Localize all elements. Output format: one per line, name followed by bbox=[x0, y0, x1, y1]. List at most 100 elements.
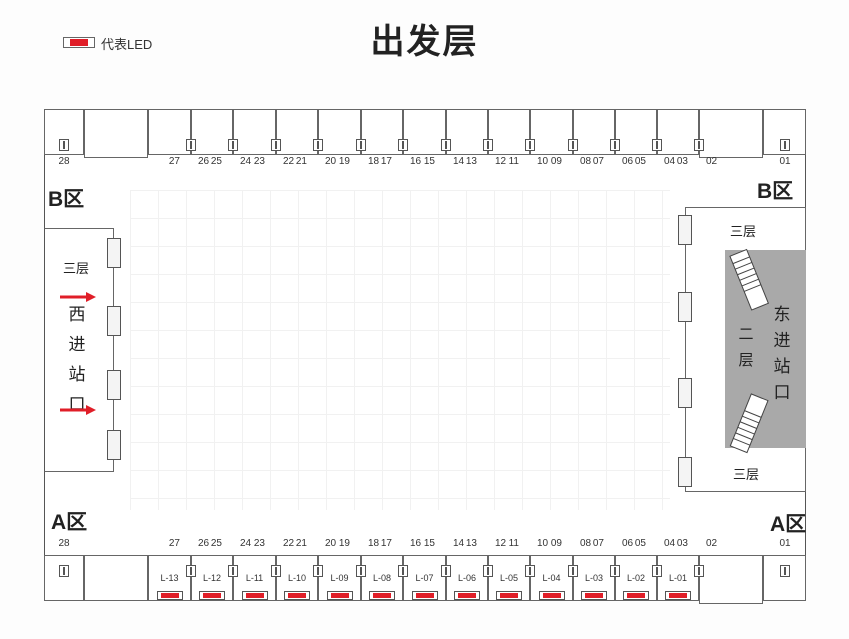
led-marker-icon bbox=[496, 591, 522, 600]
pillar bbox=[441, 565, 451, 577]
shop-bay bbox=[530, 109, 573, 155]
pillar bbox=[780, 139, 790, 151]
gate-number: 23 bbox=[253, 156, 265, 167]
led-label: L-08 bbox=[372, 573, 391, 583]
gate-number: 13 bbox=[465, 538, 477, 549]
led-label: L-06 bbox=[457, 573, 476, 583]
pillar bbox=[59, 565, 69, 577]
led-label: L-02 bbox=[626, 573, 645, 583]
east-pillar bbox=[678, 215, 692, 245]
east-pillar bbox=[678, 292, 692, 322]
gate-number: 01 bbox=[779, 538, 791, 549]
pillar bbox=[525, 565, 535, 577]
west-pillar bbox=[107, 370, 121, 400]
gate-number: 17 bbox=[380, 156, 392, 167]
shop-bay bbox=[615, 109, 657, 155]
gate-number: 16 bbox=[410, 538, 422, 549]
gate-number: 06 bbox=[622, 538, 634, 549]
shop-bay bbox=[318, 109, 361, 155]
pillar bbox=[610, 565, 620, 577]
pillar bbox=[186, 565, 196, 577]
shop-bay bbox=[148, 109, 191, 155]
led-label: L-05 bbox=[499, 573, 518, 583]
gate-number: 22 bbox=[283, 538, 295, 549]
west-floor-label: 三层 bbox=[63, 261, 90, 276]
gate-number: 08 bbox=[580, 538, 592, 549]
gate-number: 28 bbox=[58, 156, 70, 167]
west-entrance-char: 进 bbox=[68, 335, 86, 354]
gate-number: 26 bbox=[198, 156, 210, 167]
shop-bay bbox=[361, 109, 403, 155]
arrow-right-icon bbox=[60, 292, 96, 302]
led-label: L-13 bbox=[160, 573, 179, 583]
east-entrance-char: 站 bbox=[773, 357, 791, 376]
led-marker-icon bbox=[623, 591, 649, 600]
pillar bbox=[780, 565, 790, 577]
gate-number: 02 bbox=[706, 156, 718, 167]
gate-number: 11 bbox=[508, 156, 519, 167]
led-label: L-09 bbox=[330, 573, 349, 583]
gate-number: 17 bbox=[380, 538, 392, 549]
led-marker-icon bbox=[156, 591, 183, 600]
page-title: 出发层 bbox=[370, 23, 479, 61]
east-stair-hall bbox=[725, 250, 806, 448]
led-marker-icon bbox=[284, 591, 310, 600]
gate-number: 10 bbox=[537, 538, 549, 549]
end-shop bbox=[44, 555, 84, 601]
pillar bbox=[313, 139, 323, 151]
gate-number: 12 bbox=[495, 538, 507, 549]
pillar bbox=[271, 139, 281, 151]
shop-bay bbox=[233, 109, 276, 155]
zone-a-right: A区 bbox=[770, 513, 807, 536]
led-label: L-01 bbox=[668, 573, 687, 583]
gate-number: 05 bbox=[634, 156, 646, 167]
gate-number: 04 bbox=[664, 156, 676, 167]
gate-number: 27 bbox=[168, 156, 180, 167]
large-shop bbox=[84, 555, 148, 601]
led-marker-icon bbox=[581, 591, 607, 600]
led-marker-icon bbox=[454, 591, 480, 600]
shop-bay bbox=[573, 109, 615, 155]
east-pillar bbox=[678, 457, 692, 487]
west-entrance-arrows bbox=[60, 292, 96, 415]
large-shop bbox=[699, 109, 763, 158]
gate-number: 20 bbox=[325, 156, 337, 167]
gate-number: 06 bbox=[622, 156, 634, 167]
east-floor-label-top: 三层 bbox=[730, 224, 757, 239]
east-pillar bbox=[678, 378, 692, 408]
gate-number: 16 bbox=[410, 156, 422, 167]
west-pillar bbox=[107, 430, 121, 460]
pillar bbox=[186, 139, 196, 151]
east-entrance-char: 口 bbox=[773, 383, 791, 402]
pillar bbox=[525, 139, 535, 151]
shop-bay bbox=[446, 109, 488, 155]
large-shop bbox=[84, 109, 148, 158]
concourse-area bbox=[130, 190, 670, 510]
gate-number: 02 bbox=[706, 538, 718, 549]
gate-number: 13 bbox=[465, 156, 477, 167]
shop-bay bbox=[488, 109, 530, 155]
pillar bbox=[694, 565, 704, 577]
led-marker-icon bbox=[369, 591, 395, 600]
led-label: L-12 bbox=[202, 573, 221, 583]
west-pillar bbox=[107, 238, 121, 268]
gate-number: 07 bbox=[592, 538, 604, 549]
gate-number: 08 bbox=[580, 156, 592, 167]
arrow-right-icon bbox=[60, 405, 96, 415]
led-marker-icon bbox=[665, 591, 691, 600]
shop-bay bbox=[191, 555, 233, 601]
gate-number: 19 bbox=[338, 156, 350, 167]
shop-bay bbox=[657, 555, 699, 601]
led-marker-icon bbox=[199, 591, 225, 600]
led-marker-icon bbox=[411, 591, 438, 600]
gate-number: 09 bbox=[550, 156, 562, 167]
gate-number: 19 bbox=[338, 538, 350, 549]
shop-bay bbox=[191, 109, 233, 155]
gate-number: 21 bbox=[295, 156, 307, 167]
gate-number: 25 bbox=[210, 156, 222, 167]
shop-bay bbox=[403, 109, 446, 155]
east-level-char: 层 bbox=[738, 352, 754, 369]
pillar bbox=[356, 565, 366, 577]
zone-b-right: B区 bbox=[757, 180, 794, 203]
west-entrance-char: 西 bbox=[68, 305, 86, 324]
